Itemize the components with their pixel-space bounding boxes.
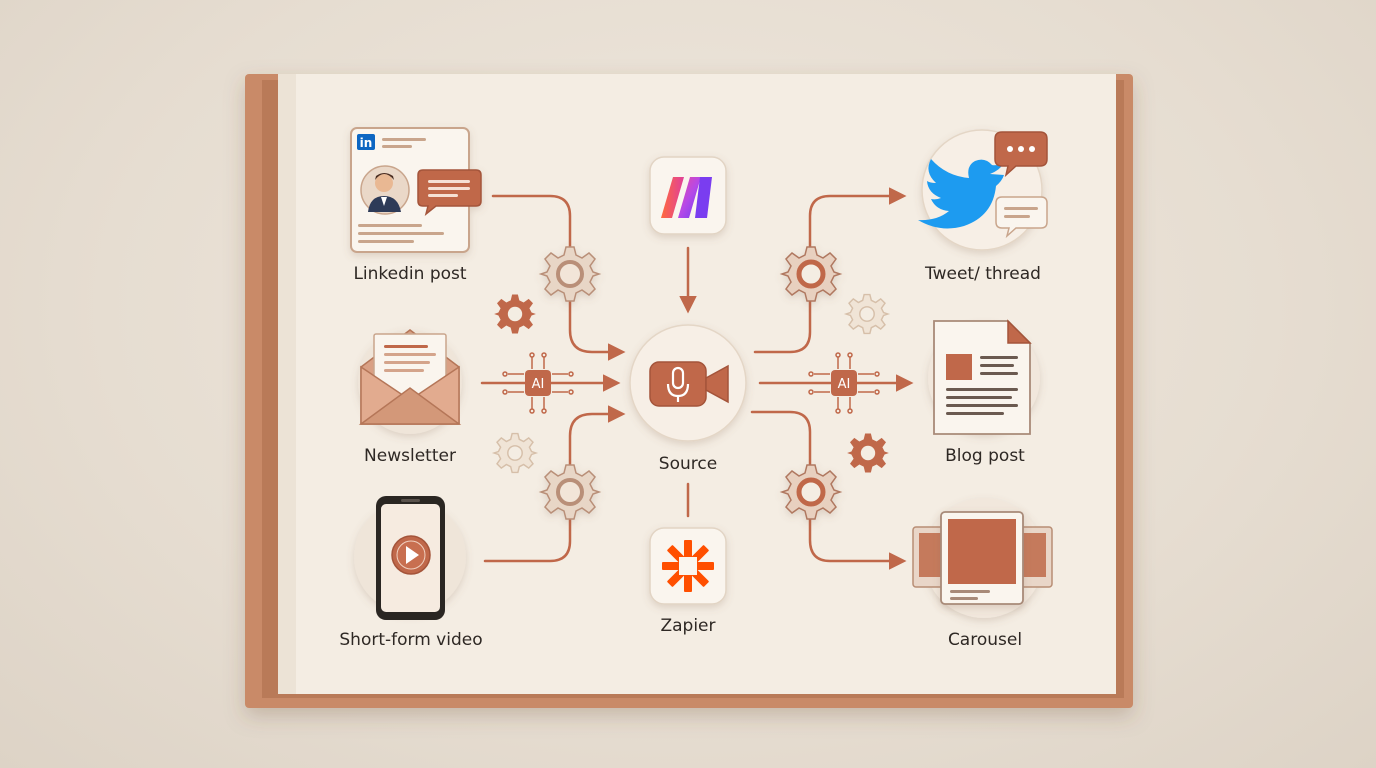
gear-icon xyxy=(494,294,536,334)
make-logo-icon xyxy=(649,156,727,235)
label-source: Source xyxy=(658,454,718,474)
twitter-bird-icon xyxy=(918,129,1048,251)
zapier-asterisk-icon xyxy=(649,527,727,605)
label-tweet-thread: Tweet/ thread xyxy=(925,264,1041,284)
ai-chip-left: AI xyxy=(502,352,574,414)
gear-icon xyxy=(781,464,841,520)
document-blog-icon xyxy=(928,319,1040,435)
gear-icon xyxy=(540,464,600,520)
label-short-form-video: Short-form video xyxy=(339,630,483,650)
linkedin-badge-text: in xyxy=(360,136,373,150)
gear-icon xyxy=(847,433,889,473)
gear-icon xyxy=(540,246,600,302)
label-carousel: Carousel xyxy=(947,630,1023,650)
gear-icon xyxy=(493,432,537,474)
label-newsletter: Newsletter xyxy=(364,446,456,466)
gear-icon xyxy=(781,246,841,302)
envelope-newsletter-icon xyxy=(358,329,462,434)
label-linkedin-post: Linkedin post xyxy=(353,264,467,284)
video-camera-mic-icon xyxy=(629,324,747,442)
carousel-slides-icon xyxy=(912,498,1053,618)
label-blog-post: Blog post xyxy=(945,446,1025,466)
ai-chip-left-text: AI xyxy=(532,377,545,392)
label-zapier: Zapier xyxy=(660,616,716,636)
ai-chip-right: AI xyxy=(808,352,880,414)
linkedin-post-icon: in xyxy=(350,127,482,253)
phone-video-icon xyxy=(354,496,466,620)
gear-icon xyxy=(845,293,889,335)
ai-chip-right-text: AI xyxy=(838,377,851,392)
